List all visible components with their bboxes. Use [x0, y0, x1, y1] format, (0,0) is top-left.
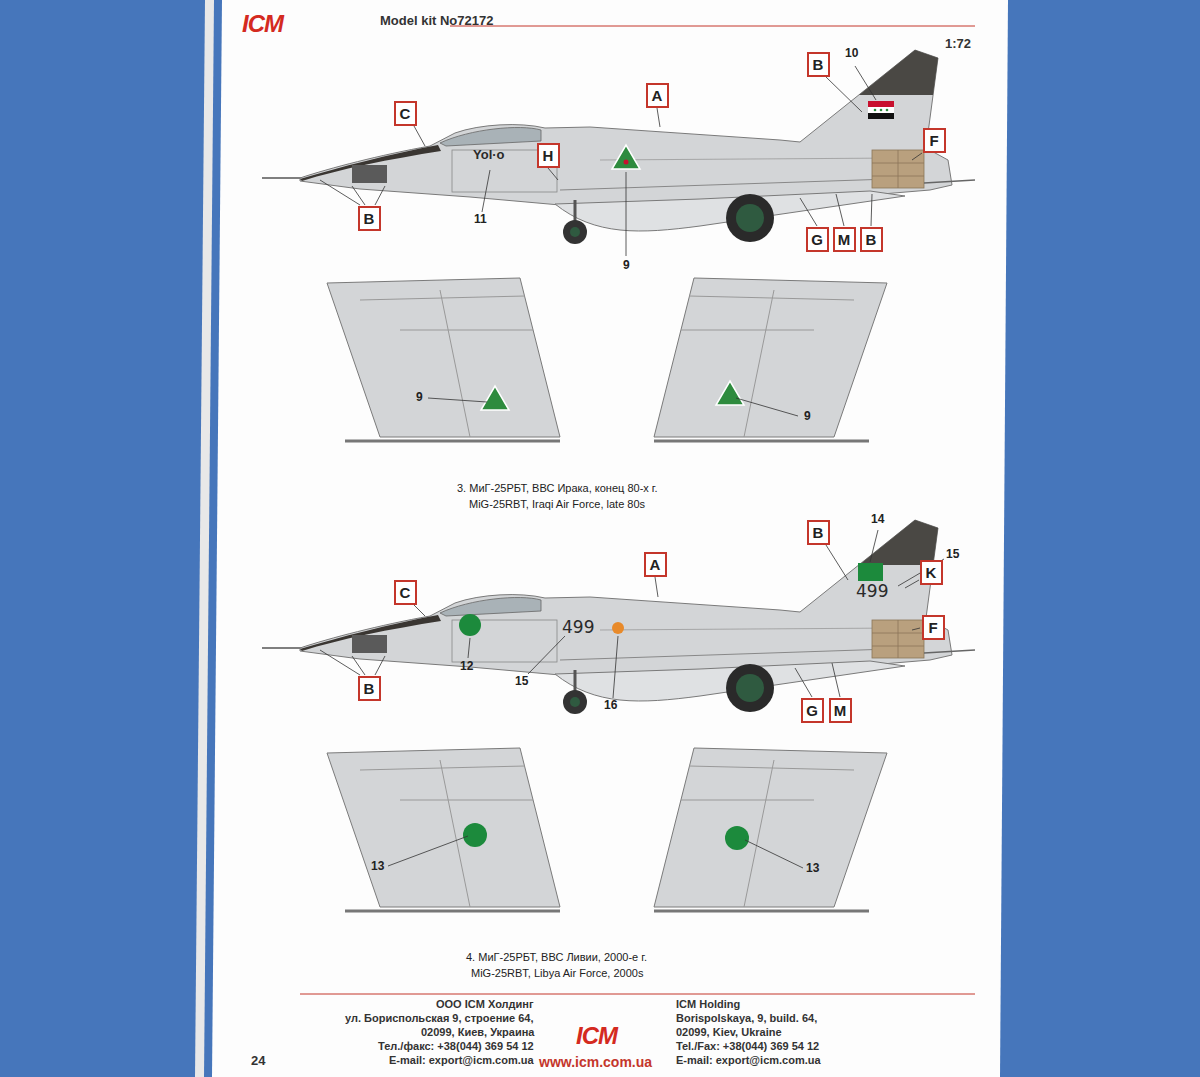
callout-number: 9: [416, 391, 423, 405]
callout-letter-box: H: [537, 143, 560, 168]
callout-number: 13: [806, 862, 819, 876]
callout-letter-box: B: [807, 520, 830, 545]
address-line: ООО ICM Холдинг: [436, 998, 534, 1011]
callout-number: 13: [371, 860, 384, 874]
callout-number: 15: [946, 548, 959, 562]
address-line: ул. Бориспольская 9, строение 64,: [345, 1012, 534, 1025]
callout-letter: B: [813, 525, 824, 540]
callout-letter: C: [400, 585, 411, 600]
callout-letter-box: K: [920, 560, 943, 585]
callout-number: 16: [604, 699, 617, 713]
callout-letter: B: [364, 681, 375, 696]
callout-letter: B: [866, 232, 877, 247]
callout-letter: M: [834, 703, 847, 718]
logo-text: ICM: [576, 1022, 617, 1050]
callout-letter: A: [652, 88, 663, 103]
callout-number: 14: [871, 513, 884, 527]
scheme-caption: MiG-25RBT, Iraqi Air Force, late 80s: [469, 498, 645, 511]
website: www.icm.com.ua: [539, 1054, 652, 1070]
callout-letter-box: C: [394, 580, 417, 605]
callout-number: 15: [515, 675, 528, 689]
callout-letter: K: [926, 565, 937, 580]
scheme-caption: 3. МиГ-25РБТ, ВВС Ирака, конец 80-х г.: [457, 482, 658, 495]
callout-letter-box: F: [922, 615, 945, 640]
address-line: Tel./Fax: +38(044) 369 54 12: [676, 1040, 819, 1053]
page-number: 24: [251, 1054, 265, 1069]
callout-letter-box: A: [646, 83, 669, 108]
callout-number: 10: [845, 47, 858, 61]
callout-letter-box: B: [358, 206, 381, 231]
address-line: E-mail: export@icm.com.ua: [676, 1054, 821, 1067]
callout-letter-box: A: [644, 552, 667, 577]
callout-letter: B: [364, 211, 375, 226]
callout-letter-box: G: [801, 698, 824, 723]
scale: 1:72: [945, 37, 971, 52]
logo-text: ICM: [242, 10, 283, 38]
callout-letter: H: [543, 148, 554, 163]
address-line: 02099, Kiev, Ukraine: [676, 1026, 782, 1039]
callout-letter-box: M: [833, 227, 856, 252]
address-line: Тел./факс: +38(044) 369 54 12: [378, 1040, 534, 1053]
address-line: Borispolskaya, 9, build. 64,: [676, 1012, 817, 1025]
kit-number: Model kit No72172: [380, 14, 493, 29]
callout-letter: B: [813, 57, 824, 72]
callout-letter-box: F: [923, 128, 946, 153]
callout-letter-box: M: [829, 698, 852, 723]
callout-number: 9: [623, 259, 630, 273]
callout-letter: A: [650, 557, 661, 572]
serial-decal: 499: [856, 582, 888, 602]
callout-letter: G: [806, 703, 818, 718]
callout-number: 12: [460, 660, 473, 674]
address-line: ICM Holding: [676, 998, 740, 1011]
callout-letter: C: [400, 106, 411, 121]
serial-decal: Yol·o: [473, 148, 505, 163]
serial-decal: 499: [562, 618, 594, 638]
scheme-caption: MiG-25RBT, Libya Air Force, 2000s: [471, 967, 643, 980]
callout-letter-box: B: [358, 676, 381, 701]
scheme-caption: 4. МиГ-25РБТ, ВВС Ливии, 2000-е г.: [466, 951, 647, 964]
callout-letter: G: [811, 232, 823, 247]
callout-letter: M: [838, 232, 851, 247]
callout-letter-box: C: [394, 101, 417, 126]
callout-letter: F: [929, 133, 938, 148]
address-line: E-mail: export@icm.com.ua: [389, 1054, 534, 1067]
address-line: 02099, Киев, Украина: [421, 1026, 534, 1039]
callout-letter-box: G: [806, 227, 829, 252]
callout-letter: F: [928, 620, 937, 635]
callout-letter-box: B: [807, 52, 830, 77]
callout-letter-box: B: [860, 227, 883, 252]
callout-number: 11: [474, 213, 487, 227]
callout-number: 9: [804, 410, 811, 424]
